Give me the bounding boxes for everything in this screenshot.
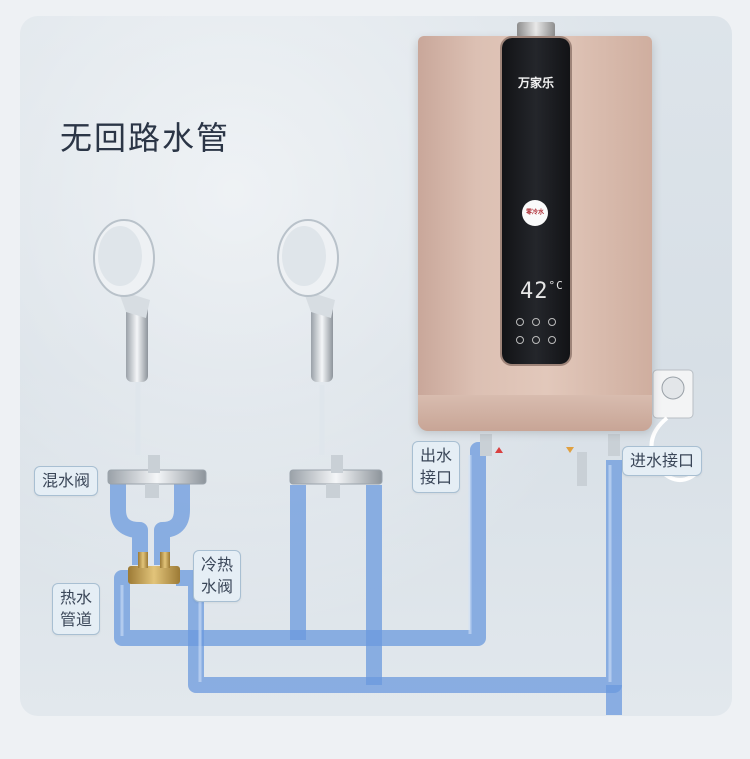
temperature-display: 42°C — [520, 279, 564, 304]
pipe-mixing-right — [162, 478, 182, 565]
hot-pipe-label-line2: 管道 — [60, 609, 92, 631]
touch-button[interactable] — [516, 336, 524, 344]
brand-logo: 万家乐 — [506, 74, 566, 91]
cold-water-pipe — [176, 460, 614, 685]
hot-pipe-label-line1: 热水 — [60, 587, 92, 609]
zero-cold-water-badge: 零冷水 — [522, 200, 548, 226]
cold-inlet-arrow-icon — [566, 447, 574, 453]
touch-button[interactable] — [516, 318, 524, 326]
inlet-label: 进水接口 — [622, 446, 702, 476]
pipe-mixing-left — [118, 478, 140, 565]
hot-outlet-arrow-icon — [495, 447, 503, 453]
touch-buttons — [512, 318, 560, 344]
shower-head-1 — [94, 220, 154, 382]
outlet-label: 出水 接口 — [412, 441, 460, 493]
hot-pipe-label: 热水 管道 — [52, 583, 100, 635]
shower-head-2 — [278, 220, 338, 382]
touch-button[interactable] — [532, 336, 540, 344]
water-heater-base — [418, 395, 652, 431]
mixing-valve-label: 混水阀 — [34, 466, 98, 496]
shower-hoses — [138, 375, 322, 455]
cold-hot-valve-label-line1: 冷热 — [201, 554, 233, 576]
touch-button[interactable] — [532, 318, 540, 326]
heater-fittings — [480, 434, 620, 486]
touch-button[interactable] — [548, 318, 556, 326]
outlet-label-line1: 出水 — [420, 445, 452, 467]
temperature-unit: °C — [549, 279, 564, 292]
temperature-value: 42 — [520, 279, 549, 304]
outlet-label-line2: 接口 — [420, 467, 452, 489]
touch-button[interactable] — [548, 336, 556, 344]
cold-hot-valve-label-line2: 水阀 — [201, 576, 233, 598]
cold-hot-valve-label: 冷热 水阀 — [193, 550, 241, 602]
